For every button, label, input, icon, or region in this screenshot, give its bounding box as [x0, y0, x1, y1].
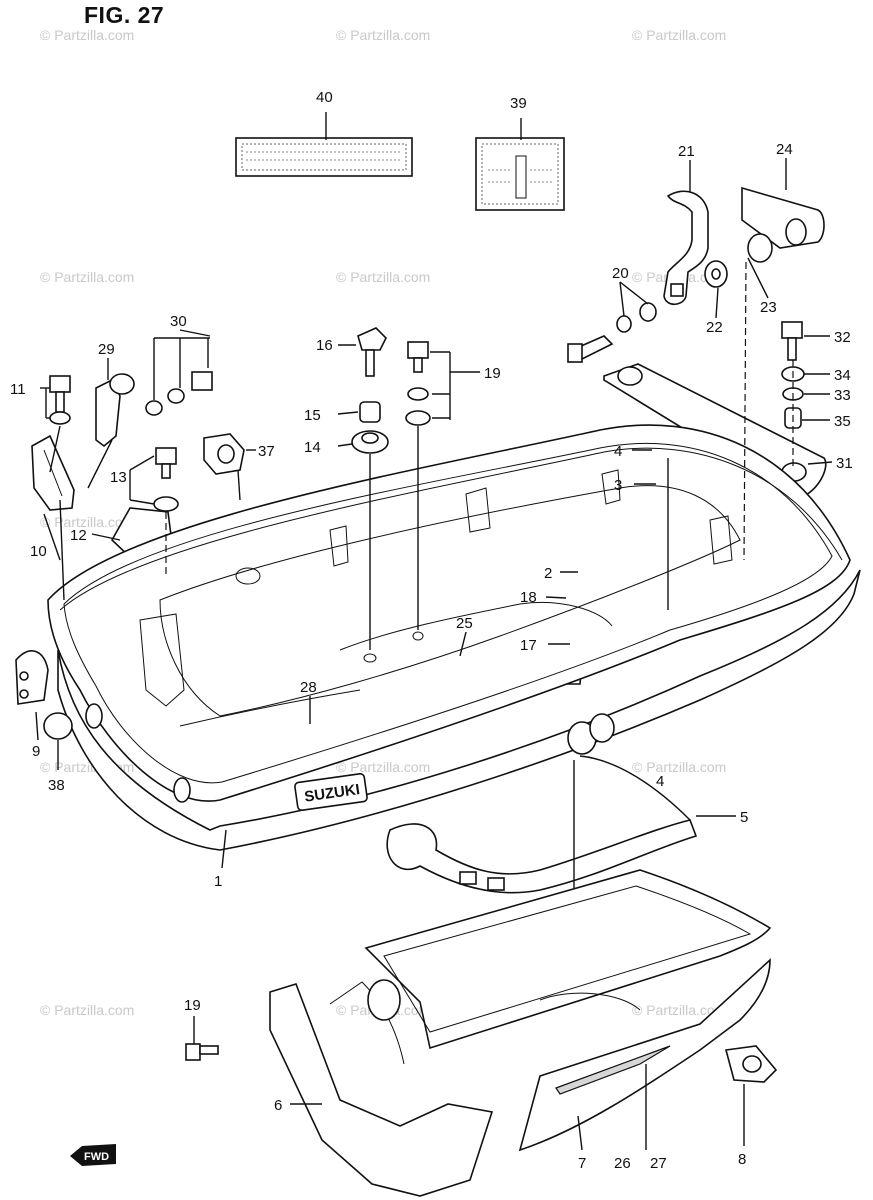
callout-1: 1	[214, 873, 222, 890]
callout-17: 17	[520, 637, 537, 654]
callout-7: 7	[578, 1155, 586, 1172]
callout-26: 26	[614, 1155, 631, 1172]
part-39-label-plate	[475, 137, 565, 211]
part-40-label-plate	[235, 137, 413, 177]
callout-8: 8	[738, 1151, 746, 1168]
callout-39: 39	[510, 95, 527, 112]
part-29-hinge-arm	[95, 373, 135, 448]
callout-40: 40	[316, 89, 333, 106]
part-11-bolt	[49, 375, 71, 425]
callout-12: 12	[70, 527, 87, 544]
watermark: © Partzilla.com	[40, 27, 134, 43]
part-13-bolt	[153, 447, 179, 512]
callout-9: 9	[32, 743, 40, 760]
part-19-bolt-washers-top	[405, 341, 431, 426]
callout-4-top: 4	[614, 443, 622, 460]
part-9-rubber-mount	[15, 650, 49, 705]
callout-25: 25	[456, 615, 473, 632]
leader-lines	[35, 112, 833, 1151]
watermark: © Partzilla.com	[40, 1002, 134, 1018]
callout-21: 21	[678, 143, 695, 160]
callout-32: 32	[834, 329, 851, 346]
part-21-latch-lever	[663, 190, 709, 306]
callout-20: 20	[612, 265, 629, 282]
watermark: © Partzilla.com	[632, 759, 726, 775]
callout-22: 22	[706, 319, 723, 336]
callout-16: 16	[316, 337, 333, 354]
callout-14: 14	[304, 439, 321, 456]
callout-5: 5	[740, 809, 748, 826]
watermark: © Partzilla.com	[336, 269, 430, 285]
watermark: © Partzilla.com	[336, 759, 430, 775]
part-10-hinge-bracket	[31, 434, 75, 511]
callout-28: 28	[300, 679, 317, 696]
part-28-seal-strip	[59, 447, 843, 727]
callout-30: 30	[170, 313, 187, 330]
callout-37: 37	[258, 443, 275, 460]
callout-19: 19	[484, 365, 501, 382]
part-8-grommet	[724, 1045, 778, 1083]
part-16-bolt	[357, 327, 387, 377]
part-15-spacer	[359, 401, 381, 423]
part-20-bolt-and-washers	[567, 302, 657, 363]
part-38-cap	[43, 712, 73, 740]
callout-19-lower: 19	[184, 997, 201, 1014]
forward-arrow: FWD	[70, 1144, 116, 1166]
part-22-washer	[704, 260, 728, 288]
callout-27: 27	[650, 1155, 667, 1172]
part-30-washers-nut	[145, 371, 213, 416]
callout-33: 33	[834, 387, 851, 404]
callout-2: 2	[544, 565, 552, 582]
callout-23: 23	[760, 299, 777, 316]
part-24-latch-housing	[741, 186, 825, 263]
callout-labels: 40 39 21 24 20 22 23 32 34 33 35 31 30 2…	[10, 89, 853, 1172]
suzuki-badge: SUZUKI	[294, 772, 368, 812]
forward-arrow-text: FWD	[84, 1151, 109, 1163]
callout-18: 18	[520, 589, 537, 606]
part-14-grommet	[351, 430, 389, 454]
callout-38: 38	[48, 777, 65, 794]
callout-31: 31	[836, 455, 853, 472]
callout-24: 24	[776, 141, 793, 158]
callout-35: 35	[834, 413, 851, 430]
callout-6: 6	[274, 1097, 282, 1114]
watermark: © Partzilla.com	[336, 27, 430, 43]
part-1-lower-cover	[47, 424, 861, 851]
part-5-seal-frame	[386, 755, 698, 894]
part-6-side-cover	[269, 979, 494, 1197]
watermark: © Partzilla.com	[632, 1002, 726, 1018]
callout-13: 13	[110, 469, 127, 486]
callout-3: 3	[614, 477, 622, 494]
callout-10: 10	[30, 543, 47, 560]
callout-4-lower: 4	[656, 773, 664, 790]
part-7-lower-pan	[364, 869, 772, 1152]
watermark: © Partzilla.com	[40, 514, 134, 530]
callout-29: 29	[98, 341, 115, 358]
watermark: © Partzilla.com	[632, 27, 726, 43]
callout-11: 11	[10, 381, 26, 398]
part-37-grommet	[203, 433, 245, 475]
watermark: © Partzilla.com	[40, 269, 134, 285]
part-19-bolt-lower	[185, 1043, 219, 1061]
part-32-bolt	[781, 321, 803, 361]
figure-title: FIG. 27	[84, 2, 165, 28]
callout-15: 15	[304, 407, 321, 424]
callout-34: 34	[834, 367, 851, 384]
